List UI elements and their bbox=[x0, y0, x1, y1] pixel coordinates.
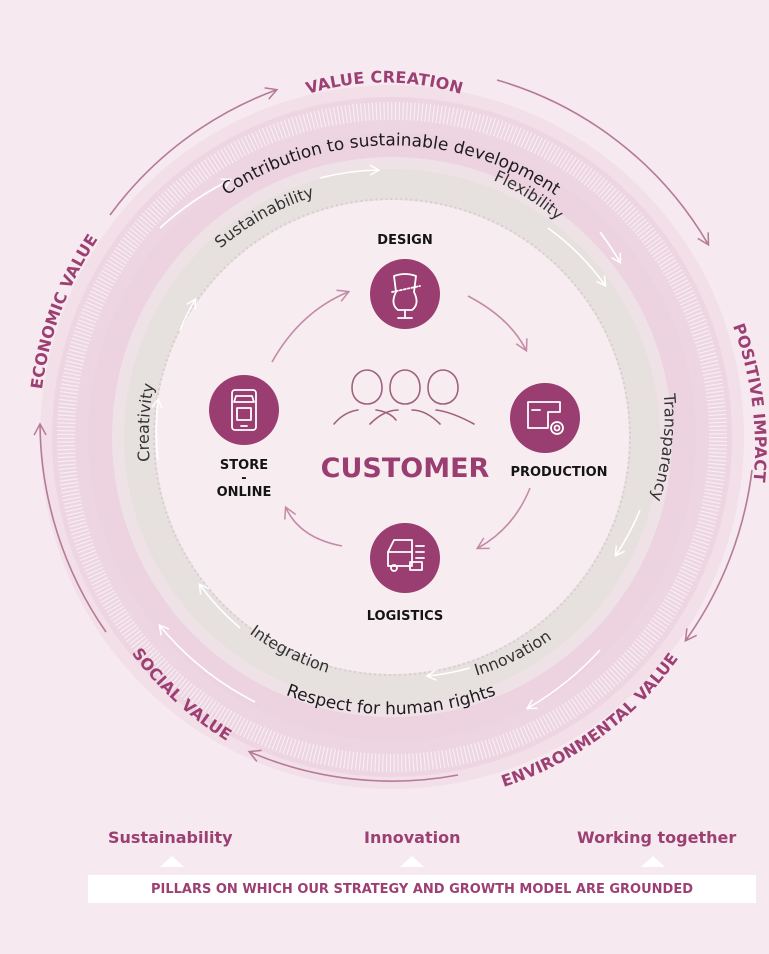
pillars-caption-text: PILLARS ON WHICH OUR STRATEGY AND GROWTH… bbox=[150, 881, 694, 897]
people-icon bbox=[333, 369, 475, 425]
inner-arrow-1 bbox=[179, 297, 197, 331]
node-store-online bbox=[209, 375, 279, 445]
pillar-pointer-innovation bbox=[400, 856, 424, 867]
delivery-van-icon bbox=[387, 539, 425, 572]
arrow-design-to-production bbox=[467, 295, 528, 353]
arrow-environmental-to-social bbox=[247, 749, 459, 782]
customer-label: CUSTOMER bbox=[321, 453, 490, 484]
inner-arrow-2 bbox=[319, 164, 381, 179]
pillar-sustainability: Sustainability bbox=[108, 828, 233, 847]
ring-arrow-bottom-left bbox=[158, 624, 256, 703]
arrow-economic-to-value bbox=[109, 87, 279, 216]
ring-arrow-top-right bbox=[599, 231, 622, 265]
inner-disc bbox=[155, 200, 629, 674]
label-logistics: LOGISTICS bbox=[367, 609, 444, 624]
mobile-store-icon bbox=[231, 389, 257, 431]
inner-arrow-6 bbox=[198, 582, 241, 629]
arrow-production-to-logistics bbox=[475, 487, 531, 550]
pillar-pointer-working-together bbox=[641, 856, 665, 867]
node-design bbox=[370, 259, 440, 329]
pillars-caption: PILLARS ON WHICH OUR STRATEGY AND GROWTH… bbox=[88, 875, 756, 903]
node-production bbox=[510, 383, 580, 453]
arrow-store-to-design bbox=[271, 289, 351, 363]
ring-arrow-bottom-right bbox=[525, 649, 601, 710]
arrow-value-to-positive bbox=[496, 79, 710, 247]
arrow-positive-to-environmental bbox=[684, 469, 753, 643]
hatched-ring-ticks bbox=[57, 102, 727, 772]
pillar-working-together: Working together bbox=[577, 828, 737, 847]
label-store-dash: - bbox=[241, 471, 246, 486]
label-design: DESIGN bbox=[377, 233, 432, 248]
inner-disc-dots bbox=[153, 198, 631, 676]
dress-form-icon bbox=[391, 273, 421, 319]
ring-arrow-top-left bbox=[159, 178, 233, 229]
label-production: PRODUCTION bbox=[510, 465, 607, 480]
inner-arrow-4 bbox=[614, 509, 641, 558]
inner-arrow-7 bbox=[151, 397, 163, 461]
inner-arrow-3 bbox=[547, 227, 607, 288]
pillar-pointer-sustainability bbox=[160, 856, 184, 867]
pillar-innovation: Innovation bbox=[364, 828, 461, 847]
arrow-logistics-to-store bbox=[284, 505, 343, 547]
node-logistics bbox=[370, 523, 440, 593]
inner-arrow-5 bbox=[425, 667, 471, 681]
sewing-machine-icon bbox=[527, 401, 564, 435]
label-store: STORE bbox=[220, 458, 268, 473]
arrow-social-to-economic bbox=[33, 422, 107, 633]
label-online: ONLINE bbox=[217, 485, 272, 500]
